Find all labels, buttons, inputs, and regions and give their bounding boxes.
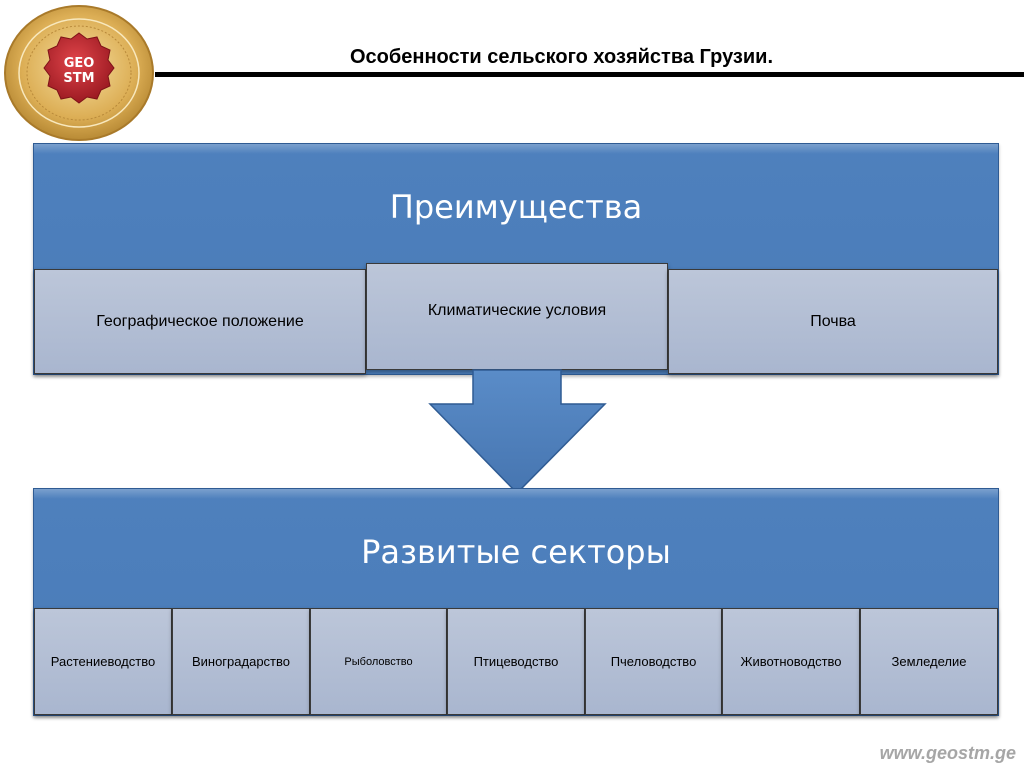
logo-text-stm: STM bbox=[63, 71, 94, 86]
sector-label: Птицеводство bbox=[473, 654, 559, 669]
title-rule bbox=[155, 72, 1024, 77]
sector-label: Рыболовство bbox=[344, 655, 413, 668]
sector-livestock: Животноводство bbox=[722, 608, 860, 715]
sector-fishing: Рыболовство bbox=[310, 608, 447, 715]
sector-beekeeping: Пчеловодство bbox=[585, 608, 722, 715]
down-arrow-icon bbox=[428, 369, 607, 495]
advantage-label: Климатические условия bbox=[427, 301, 607, 319]
slide-title: Особенности сельского хозяйства Грузии. bbox=[350, 46, 774, 68]
advantage-geographic-position: Географическое положение bbox=[34, 269, 366, 374]
footer-website: www.geostm.ge bbox=[879, 743, 1016, 763]
logo-text-geo: GEO bbox=[64, 56, 95, 71]
sector-label: Пчеловодство bbox=[610, 654, 697, 669]
advantages-panel: Преимущества Географическое положение Кл… bbox=[33, 143, 999, 375]
advantage-climate: Климатические условия bbox=[366, 263, 668, 370]
advantages-heading: Преимущества bbox=[389, 188, 643, 226]
sector-viticulture: Виноградарство bbox=[172, 608, 310, 715]
sectors-heading: Развитые секторы bbox=[361, 533, 671, 571]
advantage-label: Почва bbox=[810, 312, 856, 330]
sector-label: Растениеводство bbox=[50, 654, 156, 669]
sectors-panel: Развитые секторы Растениеводство Виногра… bbox=[33, 488, 999, 716]
advantage-label: Географическое положение bbox=[96, 312, 304, 330]
advantage-soil: Почва bbox=[668, 269, 998, 374]
sector-label: Животноводство bbox=[740, 654, 842, 669]
sector-poultry: Птицеводство bbox=[447, 608, 585, 715]
sector-agriculture: Земледелие bbox=[860, 608, 998, 715]
sector-label: Виноградарство bbox=[191, 654, 291, 669]
sector-label: Земледелие bbox=[891, 654, 967, 669]
geostm-seal-logo: GEO STM bbox=[4, 5, 154, 141]
sector-crop-farming: Растениеводство bbox=[34, 608, 172, 715]
